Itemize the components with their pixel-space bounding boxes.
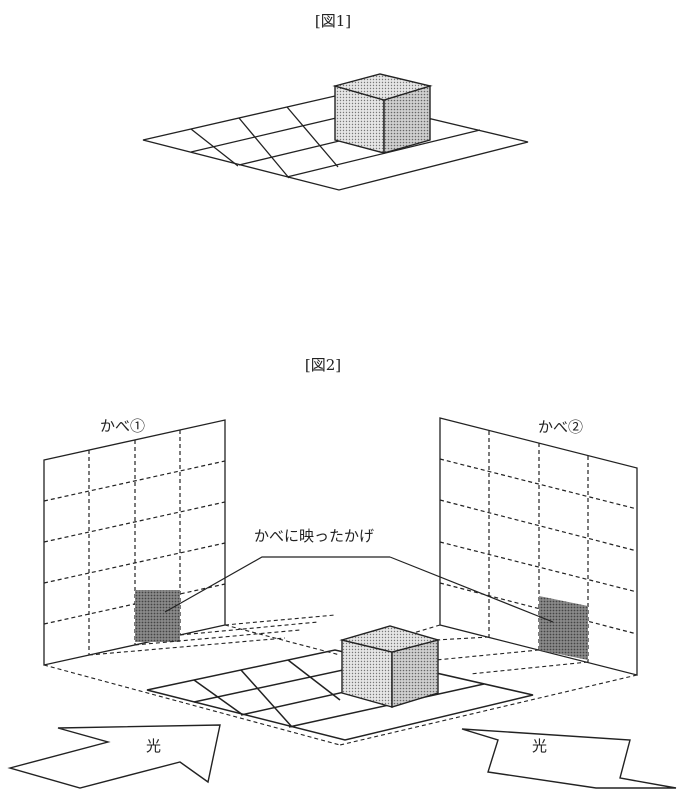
figure2-floor-grid bbox=[146, 649, 534, 741]
light-arrow-right bbox=[461, 728, 677, 789]
figure1-cube bbox=[332, 73, 433, 154]
light-arrow-right-label: 光 bbox=[532, 737, 547, 755]
figure2-title: [図2] bbox=[305, 356, 341, 374]
wall-1 bbox=[43, 419, 226, 666]
shadow-label: かべに映ったかげ bbox=[254, 527, 374, 545]
light-arrow-left bbox=[7, 724, 221, 789]
light-arrow-left-label: 光 bbox=[146, 737, 161, 755]
wall-1-label: かべ① bbox=[100, 417, 145, 435]
wall-2 bbox=[439, 417, 638, 676]
figure1-title: [図1] bbox=[315, 12, 351, 30]
figure2-cube bbox=[339, 625, 441, 708]
wall-1-shadow bbox=[135, 590, 180, 642]
wall-2-shadow bbox=[539, 596, 588, 660]
wall-2-label: かべ② bbox=[538, 418, 583, 436]
figure1-floor-grid bbox=[142, 95, 529, 191]
shadow-leader-lines bbox=[164, 556, 554, 623]
